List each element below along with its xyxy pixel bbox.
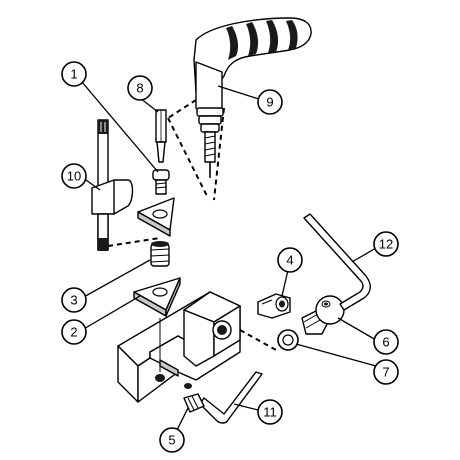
callout-2-label: 2 (70, 325, 77, 340)
callout-7: 7 (373, 359, 399, 385)
callout-8: 8 (127, 75, 153, 101)
callout-3-label: 3 (70, 293, 77, 308)
callout-1: 1 (61, 61, 87, 87)
callout-10: 10 (61, 163, 87, 189)
callout-8-label: 8 (136, 81, 143, 96)
callout-7-label: 7 (382, 365, 389, 380)
callout-6-label: 6 (382, 335, 389, 350)
callout-9-label: 9 (266, 95, 273, 110)
o-ring (277, 329, 299, 351)
hex-key-large (303, 213, 371, 311)
set-screw (183, 393, 205, 413)
callout-1-label: 1 (70, 67, 77, 82)
callout-5-label: 5 (168, 433, 175, 448)
callout-2: 2 (61, 319, 87, 345)
tool-holder-body (117, 291, 241, 403)
callout-3: 3 (61, 287, 87, 313)
callout-12-label: 12 (379, 237, 393, 252)
callout-4: 4 (277, 247, 303, 273)
callout-11: 11 (257, 399, 283, 425)
callout-11-label: 11 (263, 405, 277, 420)
callout-4-label: 4 (286, 253, 293, 268)
callout-5: 5 (159, 427, 185, 453)
callout-9: 9 (257, 89, 283, 115)
torque-screwdriver (193, 17, 312, 178)
hex-key-small (199, 371, 263, 424)
clamp-screw (152, 169, 170, 195)
screwdriver-bit (155, 109, 209, 199)
coolant-nozzle (301, 295, 345, 335)
callout-12: 12 (373, 231, 399, 257)
callout-10-label: 10 (67, 169, 81, 184)
torx-key (91, 119, 134, 251)
cutting-insert (133, 277, 181, 317)
threaded-sleeve (150, 241, 170, 267)
callout-6: 6 (373, 329, 399, 355)
coolant-screw (257, 293, 291, 319)
leader-lines (81, 81, 377, 433)
shim-plate (137, 197, 175, 237)
